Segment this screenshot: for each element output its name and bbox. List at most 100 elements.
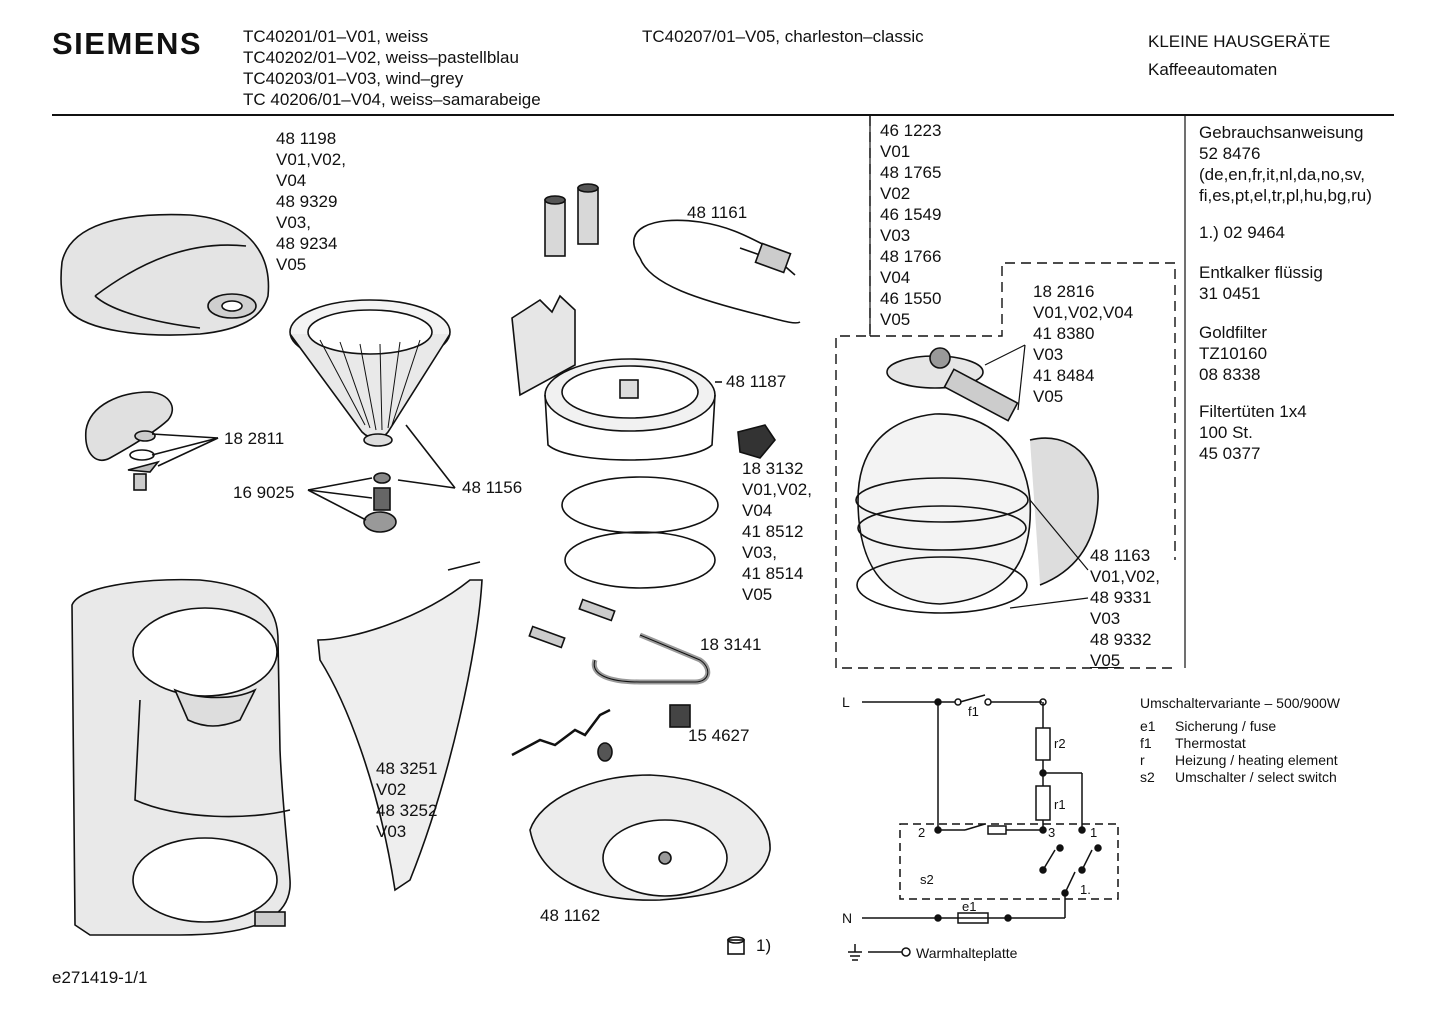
filter-cone-drawing bbox=[289, 299, 451, 447]
switch-part-numbers: 18 3132 V01,V02, V04 41 8512 V03, 41 851… bbox=[742, 458, 812, 605]
sidebar-descaler: Entkalker flüssig 31 0451 bbox=[1199, 262, 1323, 304]
model-line: TC40201/01–V01, weiss bbox=[243, 27, 429, 46]
heater-ring-drawing bbox=[511, 294, 722, 461]
part-number: 41 8484 bbox=[1033, 366, 1095, 385]
variant-label: V02 bbox=[376, 780, 407, 799]
model-line: TC40203/01–V03, wind–grey bbox=[243, 69, 464, 88]
model-list: TC40201/01–V01, weiss TC40202/01–V02, we… bbox=[243, 26, 541, 110]
cover-drawing bbox=[317, 561, 483, 892]
part-number: 08 8338 bbox=[1199, 365, 1261, 384]
model-line: TC 40206/01–V04, weiss–samarabeige bbox=[243, 90, 541, 109]
circuit-title: Umschaltervariante – 500/900W bbox=[1140, 695, 1340, 711]
ground-label: Warmhalteplatte bbox=[916, 945, 1018, 961]
part-number: 46 1550 bbox=[880, 289, 942, 308]
legend-text: Heizung / heating element bbox=[1175, 752, 1338, 768]
circuit-pin-1-dot: 1. bbox=[1080, 882, 1091, 897]
cover-part-numbers: 48 3251 V02 48 3252 V03 bbox=[376, 758, 437, 842]
part-number: 48 3251 bbox=[376, 759, 438, 778]
circuit-pin-2: 2 bbox=[918, 825, 926, 840]
language-list: (de,en,fr,it,nl,da,no,sv, bbox=[1199, 165, 1365, 184]
language-list: fi,es,pt,el,tr,pl,hu,bg,ru) bbox=[1199, 186, 1372, 205]
accessory-title: Goldfilter bbox=[1199, 323, 1268, 342]
gasket-rings-drawing bbox=[561, 476, 719, 589]
lid-part-numbers: 48 1198 V01,V02, V04 48 9329 V03, 48 923… bbox=[276, 128, 346, 275]
part-number: 48 1198 bbox=[276, 129, 337, 148]
element-part-number: 18 3141 bbox=[700, 635, 762, 654]
variant-label: V02 bbox=[880, 184, 911, 203]
quantity: 100 St. bbox=[1199, 423, 1253, 442]
legend-text: Thermostat bbox=[1175, 735, 1246, 751]
spring-drawing bbox=[307, 424, 456, 533]
housing-drawing bbox=[71, 578, 291, 936]
spring-part-number: 16 9025 bbox=[233, 483, 295, 502]
variant-label: V03 bbox=[880, 226, 911, 245]
part-number: 48 1766 bbox=[880, 247, 942, 266]
valve-part-number: 18 2811 bbox=[224, 429, 285, 448]
part-number: 48 9329 bbox=[276, 192, 338, 211]
model-line: TC40202/01–V02, weiss–pastellblau bbox=[243, 48, 519, 67]
variant-label: V03, bbox=[276, 213, 311, 232]
variant-label: V05 bbox=[1090, 651, 1121, 670]
variant-label: V04 bbox=[880, 268, 911, 287]
filter-part-number: 48 1156 bbox=[462, 478, 523, 497]
legend-row: r Heizung / heating element bbox=[1140, 752, 1338, 769]
header-divider bbox=[52, 114, 1394, 116]
part-number: 46 1549 bbox=[880, 205, 942, 224]
circuit-label-r2: r2 bbox=[1054, 736, 1066, 751]
tubes-drawing bbox=[544, 183, 599, 257]
category: KLEINE HAUSGERÄTE bbox=[1148, 32, 1331, 51]
legend-row: s2 Umschalter / select switch bbox=[1140, 769, 1338, 786]
model-right: TC40207/01–V05, charleston–classic bbox=[642, 27, 924, 46]
circuit-label-N: N bbox=[842, 910, 853, 926]
leader-lines bbox=[984, 344, 1089, 609]
circuit-label-r1: r1 bbox=[1054, 797, 1066, 812]
circuit-label-s2: s2 bbox=[920, 872, 934, 887]
jug-lid-part-numbers: 18 2816 V01,V02,V04 41 8380 V03 41 8484 … bbox=[1033, 281, 1133, 407]
circuit-pin-1: 1 bbox=[1090, 825, 1098, 840]
legend-code: e1 bbox=[1140, 718, 1156, 734]
variant-label: V01,V02, bbox=[276, 150, 346, 169]
legend-code: s2 bbox=[1140, 769, 1155, 785]
circuit-label-e1: e1 bbox=[962, 899, 977, 914]
sidebar-goldfilter: Goldfilter TZ10160 08 8338 bbox=[1199, 322, 1267, 385]
accessory-title: Entkalker flüssig bbox=[1199, 263, 1323, 282]
subcategory: Kaffeeautomaten bbox=[1148, 60, 1278, 79]
valve-drawing bbox=[85, 391, 219, 491]
base-plate-drawing bbox=[529, 774, 771, 955]
variant-label: V01 bbox=[880, 142, 911, 161]
model-number: TZ10160 bbox=[1199, 344, 1268, 363]
part-number: 48 9332 bbox=[1090, 630, 1152, 649]
footer-code: e271419-1/1 bbox=[52, 968, 148, 987]
legend-text: Umschalter / select switch bbox=[1175, 769, 1337, 785]
legend-code: r bbox=[1140, 752, 1145, 768]
center-part-numbers: 46 1223 V01 48 1765 V02 46 1549 V03 48 1… bbox=[880, 120, 941, 330]
heater-ring-part-number: 48 1187 bbox=[726, 372, 787, 391]
sidebar-filterbags: Filtertüten 1x4 100 St. 45 0377 bbox=[1199, 401, 1307, 464]
circuit-diagram bbox=[848, 694, 1119, 961]
variant-label: V01,V02, bbox=[1090, 567, 1160, 586]
part-number: 52 8476 bbox=[1199, 144, 1261, 163]
variant-label: V03 bbox=[1090, 609, 1121, 628]
part-number: 18 2816 bbox=[1033, 282, 1095, 301]
variant-label: V01,V02, bbox=[742, 480, 812, 499]
note-part-marker: 1) bbox=[756, 936, 772, 955]
jug-drawing bbox=[855, 347, 1099, 614]
part-number: 31 0451 bbox=[1199, 284, 1261, 303]
switch-drawing bbox=[737, 424, 776, 459]
thermostat-part-number: 15 4627 bbox=[688, 726, 750, 745]
variant-label: V04 bbox=[276, 171, 307, 190]
accessory-title: Filtertüten 1x4 bbox=[1199, 402, 1307, 421]
part-number: 41 8512 bbox=[742, 522, 804, 541]
part-number: 48 9234 bbox=[276, 234, 338, 253]
part-number: 41 8380 bbox=[1033, 324, 1095, 343]
part-number: 41 8514 bbox=[742, 564, 804, 583]
variant-label: V03, bbox=[742, 543, 777, 562]
variant-label: V04 bbox=[742, 501, 773, 520]
circuit-label-L: L bbox=[842, 694, 850, 710]
cable-part-number: 48 1161 bbox=[687, 203, 748, 222]
part-number: 48 1163 bbox=[1090, 546, 1151, 565]
variant-label: V01,V02,V04 bbox=[1033, 303, 1134, 322]
